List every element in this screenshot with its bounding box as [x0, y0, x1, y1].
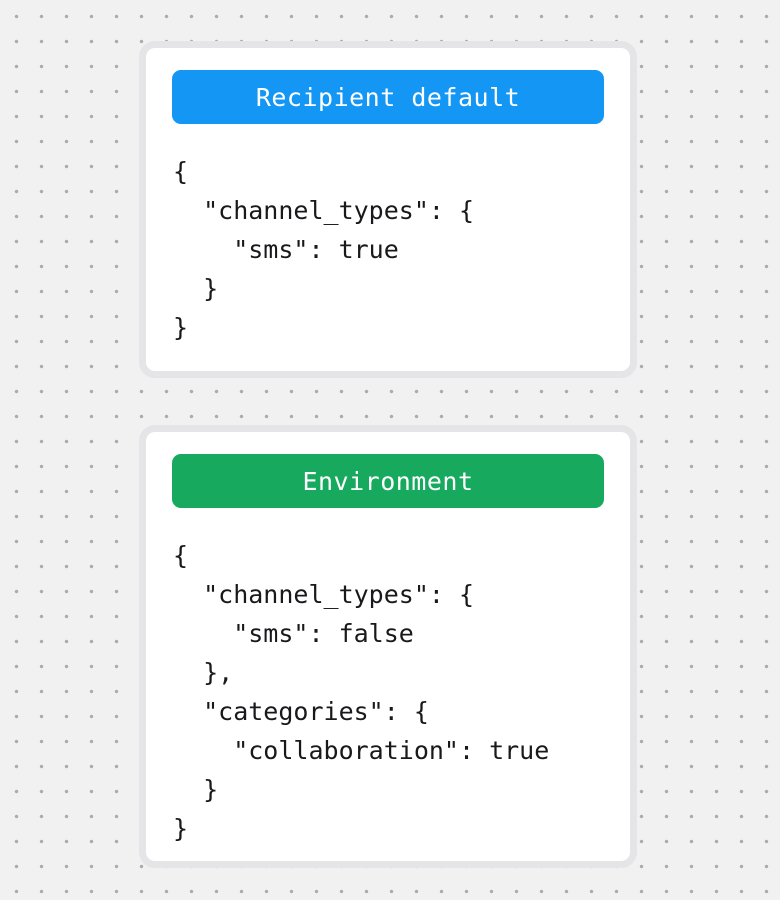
code-block-recipient-default: { "channel_types": { "sms": true } } [173, 157, 475, 342]
card-recipient-default: Recipient default { "channel_types": { "… [139, 41, 637, 378]
card-environment: Environment { "channel_types": { "sms": … [139, 425, 637, 868]
card-header-recipient-default: Recipient default [172, 70, 604, 124]
card-header-environment: Environment [172, 454, 604, 508]
card-title-recipient-default: Recipient default [255, 82, 521, 112]
card-title-environment: Environment [302, 466, 474, 496]
code-block-environment: { "channel_types": { "sms": false }, "ca… [173, 541, 550, 843]
